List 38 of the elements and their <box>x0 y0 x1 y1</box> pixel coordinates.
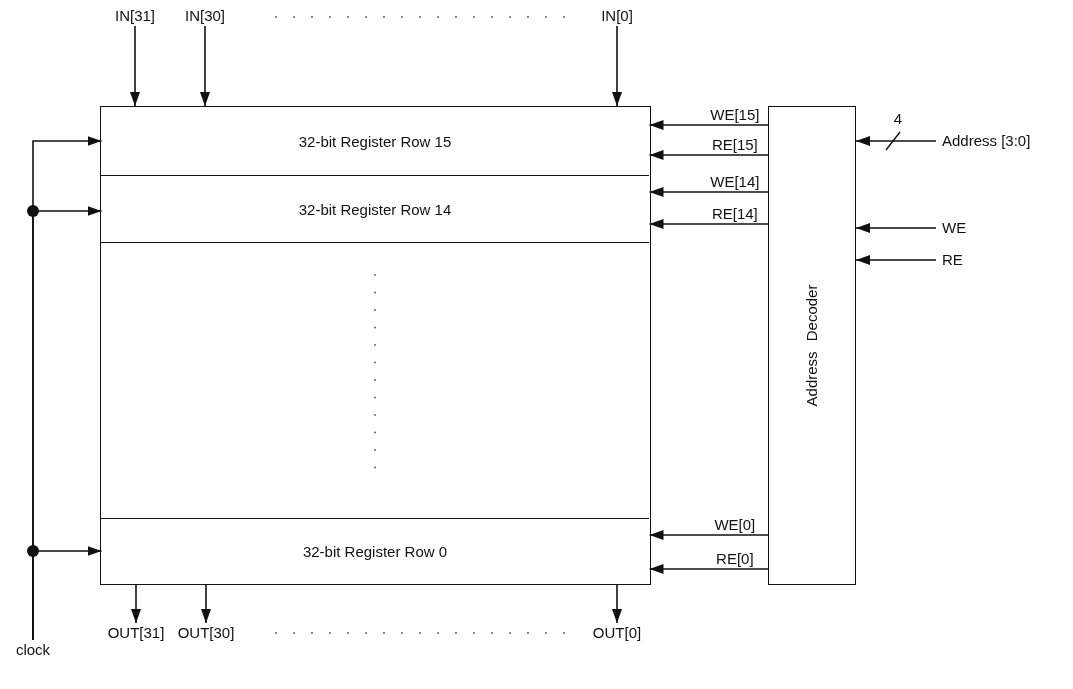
signal-label: clock <box>11 640 55 660</box>
signal-arrow <box>855 223 937 233</box>
register-array-box <box>100 106 651 585</box>
edge-label: WE[14] <box>709 173 761 190</box>
signal-arrow <box>200 25 210 107</box>
signal-label: OUT[31] <box>106 623 166 643</box>
signal-arrow <box>855 136 937 146</box>
row-label: 32-bit Register Row 15 <box>298 132 452 150</box>
signal-label: WE <box>936 218 972 238</box>
row-label: 32-bit Register Row 0 <box>302 542 448 560</box>
signal-arrow <box>648 530 769 540</box>
signal-arrow <box>130 25 140 107</box>
signal-arrow <box>648 150 769 160</box>
decoder-block <box>768 106 856 585</box>
edge-label: RE[15] <box>710 136 759 153</box>
edge-label: RE[14] <box>710 205 759 222</box>
signal-arrow <box>131 584 141 624</box>
signal-arrow <box>648 564 769 574</box>
signal-arrow <box>201 584 211 624</box>
signal-arrow <box>648 187 769 197</box>
signal-label: IN[31] <box>110 6 160 26</box>
signal-label: IN[30] <box>180 6 230 26</box>
signal-arrow <box>32 546 103 641</box>
edge-label: WE[15] <box>709 106 761 123</box>
signal-arrow <box>612 25 622 107</box>
signal-arrow <box>648 120 769 130</box>
signal-label: OUT[0] <box>587 623 647 643</box>
edge-label: WE[0] <box>713 516 757 533</box>
signal-arrow <box>855 255 937 265</box>
decoder-label: Address Decoder <box>803 284 821 407</box>
signal-arrow <box>648 219 769 229</box>
signal-label: Address [3:0] <box>936 131 1052 151</box>
signal-label: RE <box>936 250 972 270</box>
signal-label: OUT[30] <box>176 623 236 643</box>
signal-label: IN[0] <box>597 6 637 26</box>
signal-arrow <box>612 584 622 624</box>
row-label: 32-bit Register Row 14 <box>298 200 452 218</box>
edge-label: RE[0] <box>715 550 755 567</box>
